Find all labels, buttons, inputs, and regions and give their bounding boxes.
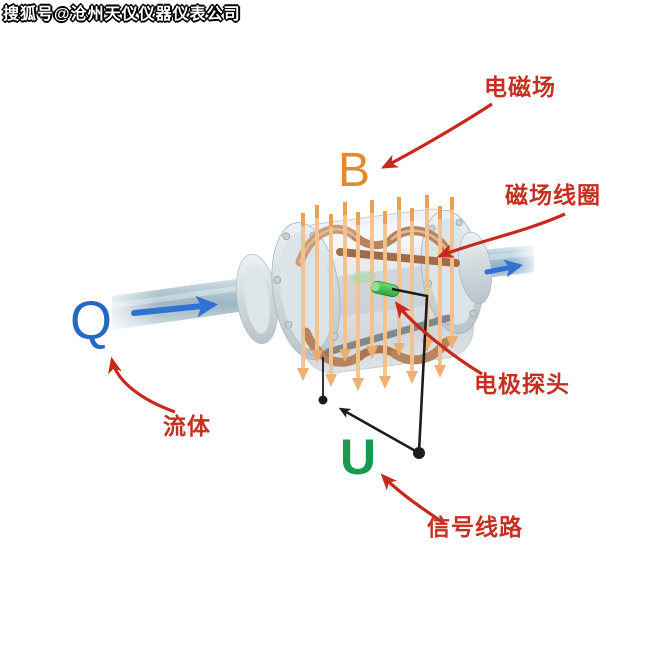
- signal-wires: [318, 287, 429, 459]
- label-magnetic-coil: 磁场线圈: [505, 182, 601, 208]
- outlet-collar-flange: [458, 231, 492, 305]
- arrow-emfield-to-B-icon: [380, 102, 493, 169]
- inlet-collar-flange: [235, 254, 279, 344]
- label-electrode-probe: 电极探头: [474, 371, 570, 397]
- body-flange-left: [271, 222, 341, 360]
- label-signal-line: 信号线路: [427, 514, 523, 540]
- field-lines: [297, 195, 458, 391]
- watermark: 搜狐号@沧州天仪仪器仪表公司: [3, 6, 241, 23]
- label-electromagnetic-field: 电磁场: [484, 74, 556, 100]
- junction-dot: [318, 395, 328, 405]
- label-fluid: 流体: [163, 413, 211, 439]
- electrode-far: [350, 270, 376, 284]
- label-flow-symbol: Q: [70, 291, 113, 351]
- arrow-label-to-coil-icon: [436, 212, 566, 258]
- flow-arrow-inlet-icon: [131, 295, 218, 318]
- arrow-fluid-to-Q-icon: [108, 356, 176, 414]
- flow-arrow-outlet-icon: [484, 259, 523, 278]
- arrow-label-to-electrode-icon: [394, 301, 483, 376]
- electrode-probe: [370, 280, 400, 298]
- annotation-arrows: [108, 102, 566, 525]
- label-voltage-symbol: U: [340, 429, 377, 485]
- arrow-signal-to-U-icon: [380, 473, 445, 525]
- label-magnetic-flux-symbol: B: [338, 144, 371, 197]
